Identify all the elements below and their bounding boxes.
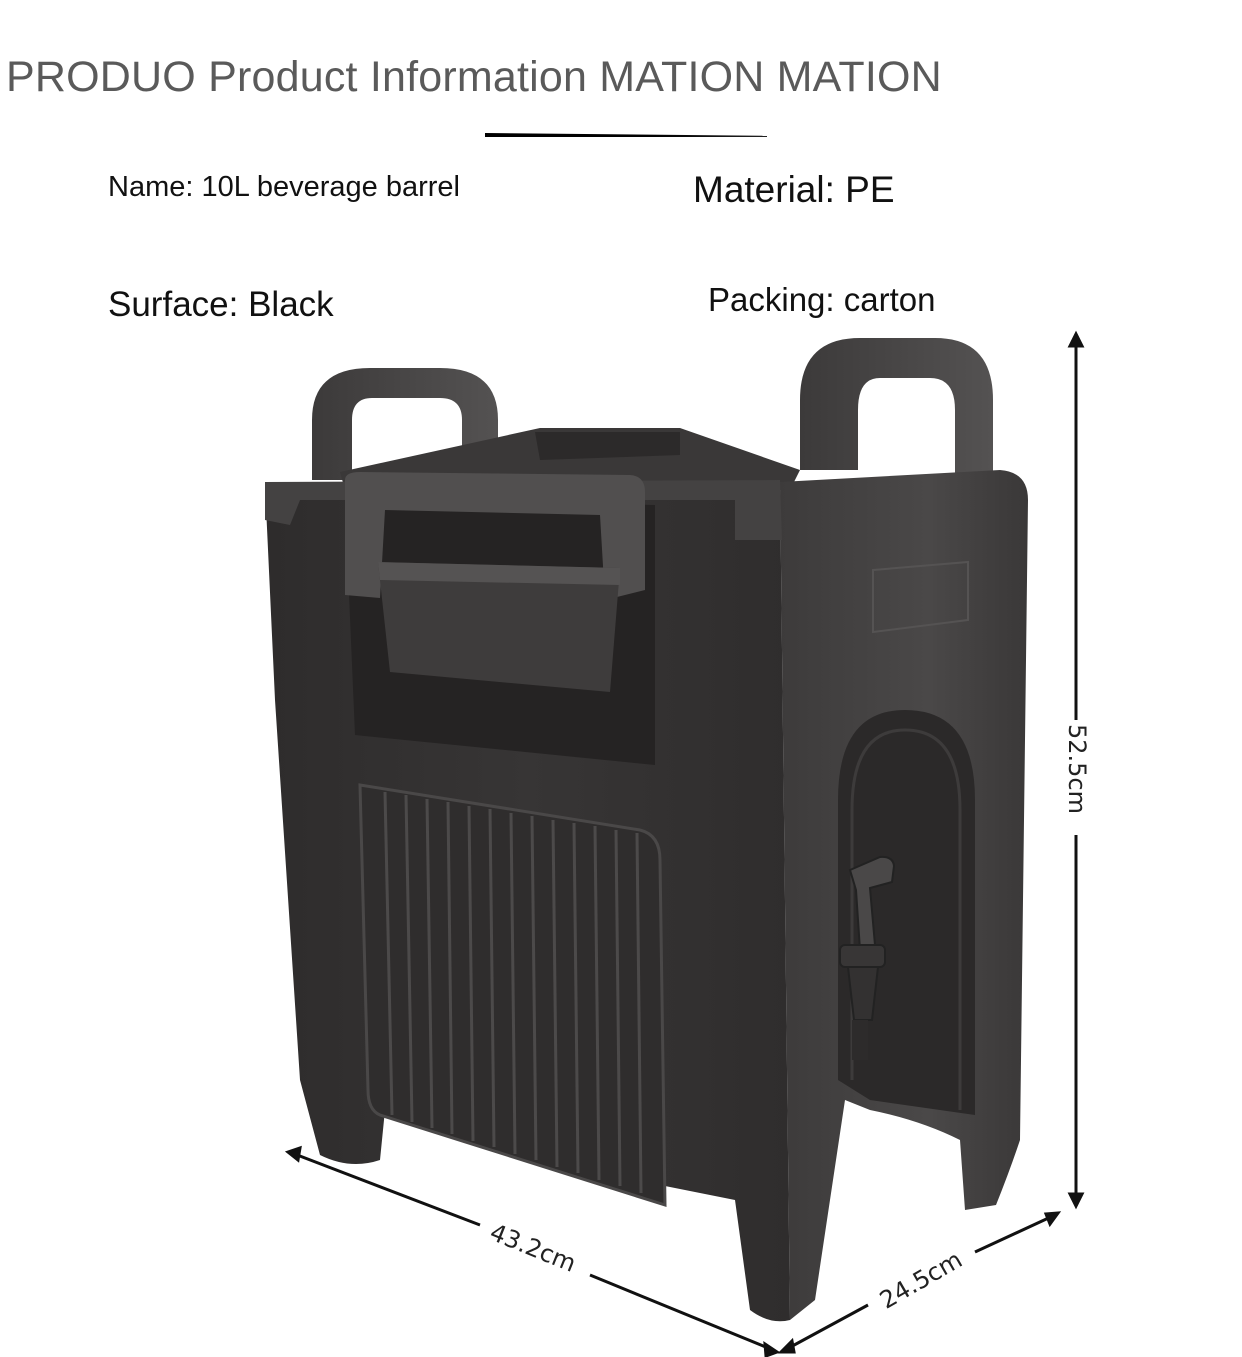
spec-name: Name: 10L beverage barrel bbox=[108, 171, 460, 203]
spec-packing: Packing: carton bbox=[708, 281, 936, 318]
right-handle bbox=[800, 338, 993, 480]
dimension-height-label: 52.5cm bbox=[1063, 723, 1092, 815]
spigot-icon bbox=[839, 855, 896, 1060]
left-handle bbox=[312, 368, 498, 480]
page-title: PRODUO Product Information MATION MATION bbox=[6, 53, 942, 101]
title-underline bbox=[485, 133, 767, 137]
ribs bbox=[383, 791, 643, 1194]
spec-material: Material: PE bbox=[693, 169, 895, 210]
dimension-lines bbox=[284, 330, 1085, 1357]
spec-surface: Surface: Black bbox=[108, 285, 334, 324]
